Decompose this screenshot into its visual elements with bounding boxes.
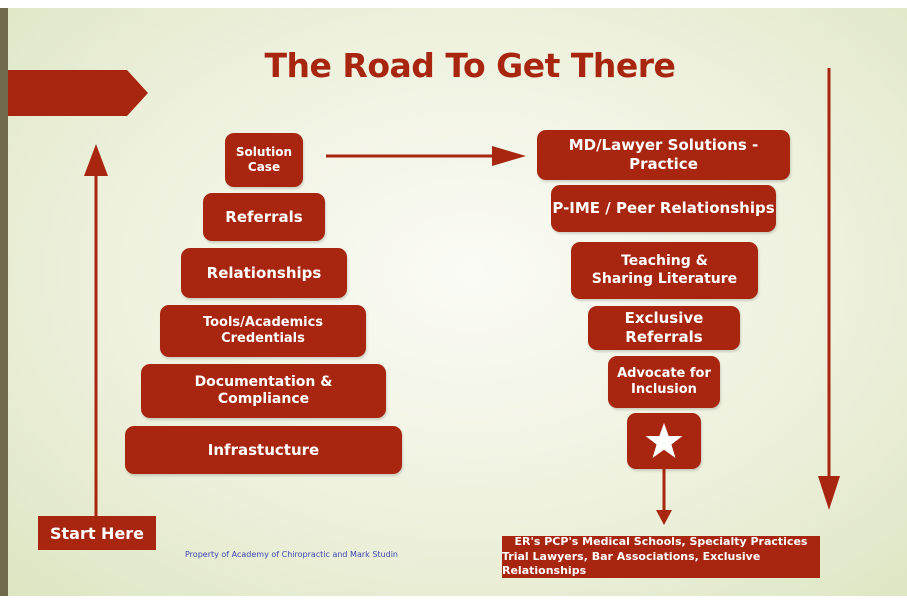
pyramid-tools-academics: Tools/Academics Credentials bbox=[160, 305, 366, 357]
pyramid-infrastructure: Infrastucture bbox=[125, 426, 402, 474]
up-arrow-head bbox=[84, 144, 108, 176]
page-title: The Road To Get There bbox=[264, 46, 676, 85]
star-down-arrow-head bbox=[656, 510, 672, 525]
right-arrow-head bbox=[492, 146, 526, 166]
star-box bbox=[627, 413, 701, 469]
star-icon bbox=[645, 423, 683, 458]
funnel-advocate-inclusion: Advocate for Inclusion bbox=[608, 356, 720, 408]
pyramid-documentation: Documentation & Compliance bbox=[141, 364, 386, 418]
target-audiences-line2: Trial Lawyers, Bar Associations, Exclusi… bbox=[502, 549, 761, 578]
property-note: Property of Academy of Chiropractic and … bbox=[185, 550, 398, 559]
target-audiences-line1: ER's PCP's Medical Schools, Specialty Pr… bbox=[514, 534, 808, 548]
funnel-exclusive-referrals: Exclusive Referrals bbox=[588, 306, 740, 350]
funnel-md-lawyer-solutions: MD/Lawyer Solutions - Practice bbox=[537, 130, 790, 180]
slide-background bbox=[0, 8, 907, 596]
funnel-teaching-literature: Teaching & Sharing Literature bbox=[571, 242, 758, 299]
left-edge-bar bbox=[0, 8, 8, 596]
target-audiences-box: ER's PCP's Medical Schools, Specialty Pr… bbox=[502, 534, 820, 578]
start-here-label: Start Here bbox=[38, 516, 156, 550]
pyramid-solution-case: Solution Case bbox=[225, 133, 303, 187]
banner-arrow-shape bbox=[8, 70, 148, 116]
pyramid-referrals: Referrals bbox=[203, 193, 325, 241]
down-arrow-head bbox=[818, 476, 840, 510]
funnel-p-ime-peer: P-IME / Peer Relationships bbox=[551, 185, 776, 232]
pyramid-relationships: Relationships bbox=[181, 248, 347, 298]
